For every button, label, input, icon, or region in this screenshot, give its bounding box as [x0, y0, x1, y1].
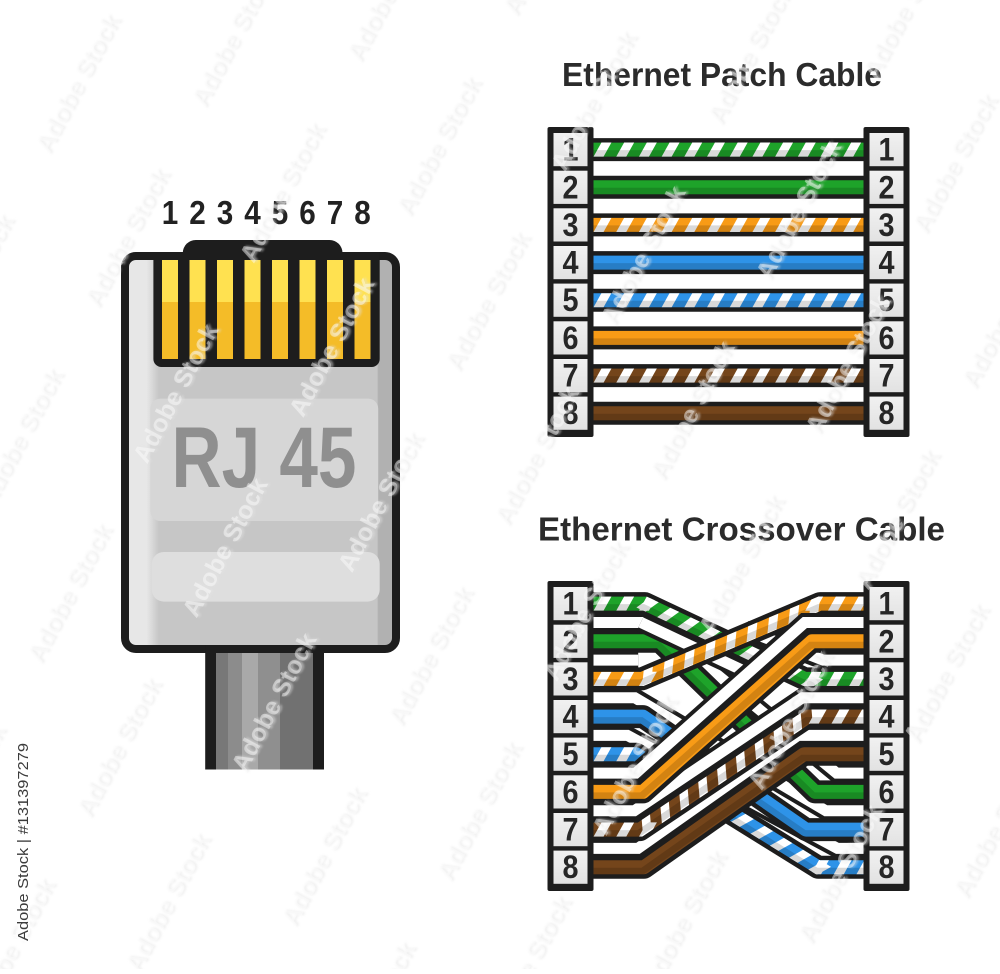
svg-text:4: 4 [244, 194, 261, 231]
svg-text:7: 7 [879, 812, 895, 848]
svg-text:6: 6 [879, 320, 895, 356]
svg-text:4: 4 [563, 245, 579, 281]
svg-text:1: 1 [879, 586, 895, 622]
svg-text:1: 1 [879, 132, 895, 168]
svg-text:5: 5 [272, 194, 289, 231]
svg-text:4: 4 [879, 699, 895, 735]
svg-text:3: 3 [879, 207, 895, 243]
svg-text:6: 6 [299, 194, 316, 231]
svg-text:Ethernet Patch Cable: Ethernet Patch Cable [562, 57, 882, 94]
svg-text:7: 7 [563, 358, 579, 394]
svg-text:6: 6 [879, 774, 895, 810]
svg-text:2: 2 [879, 169, 895, 205]
svg-text:3: 3 [217, 194, 234, 231]
svg-text:6: 6 [563, 320, 579, 356]
svg-text:2: 2 [563, 623, 579, 659]
svg-text:5: 5 [879, 282, 895, 318]
svg-text:5: 5 [563, 282, 579, 318]
svg-text:Ethernet Crossover Cable: Ethernet Crossover Cable [538, 512, 945, 549]
svg-text:2: 2 [879, 623, 895, 659]
svg-text:8: 8 [879, 849, 895, 885]
svg-text:7: 7 [563, 812, 579, 848]
svg-text:8: 8 [354, 194, 371, 231]
svg-text:1: 1 [162, 194, 179, 231]
svg-text:8: 8 [879, 395, 895, 431]
svg-text:3: 3 [879, 661, 895, 697]
svg-text:1: 1 [563, 586, 579, 622]
svg-text:6: 6 [563, 774, 579, 810]
svg-text:3: 3 [563, 661, 579, 697]
svg-text:4: 4 [879, 245, 895, 281]
svg-text:5: 5 [879, 736, 895, 772]
svg-text:1: 1 [563, 132, 579, 168]
svg-text:Adobe Stock | #131397279: Adobe Stock | #131397279 [15, 743, 32, 941]
svg-text:8: 8 [563, 849, 579, 885]
svg-text:RJ 45: RJ 45 [172, 410, 357, 506]
svg-text:Adobe Stock | #131397279: Adobe Stock | #131397279 [15, 743, 32, 941]
svg-text:7: 7 [879, 358, 895, 394]
svg-text:3: 3 [563, 207, 579, 243]
svg-text:2: 2 [563, 169, 579, 205]
svg-text:4: 4 [563, 699, 579, 735]
svg-text:2: 2 [189, 194, 206, 231]
svg-text:5: 5 [563, 736, 579, 772]
svg-text:7: 7 [327, 194, 344, 231]
svg-text:8: 8 [563, 395, 579, 431]
